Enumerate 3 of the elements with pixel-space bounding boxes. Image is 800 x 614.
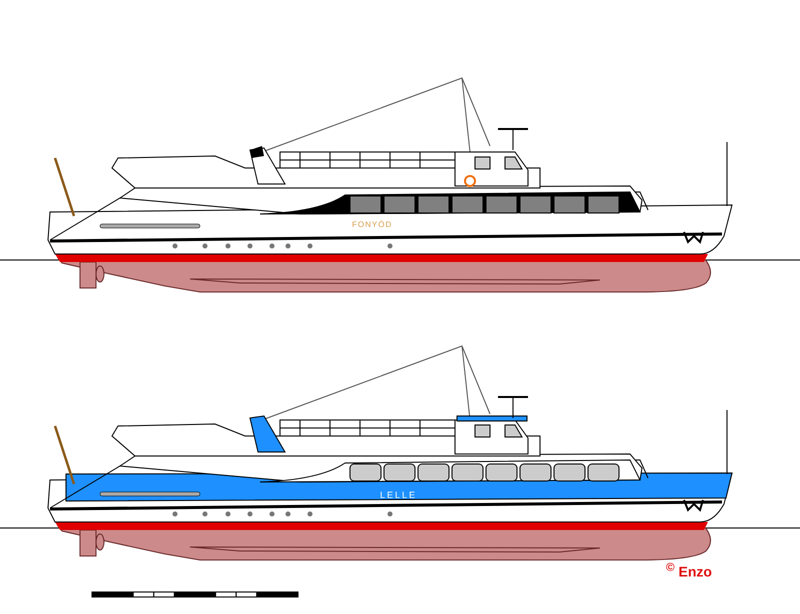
ship-name: FONYÓD	[352, 221, 392, 229]
copyright-notice: $^{©}$ Enzo	[666, 562, 712, 579]
ship-name: LELLE	[380, 491, 418, 500]
